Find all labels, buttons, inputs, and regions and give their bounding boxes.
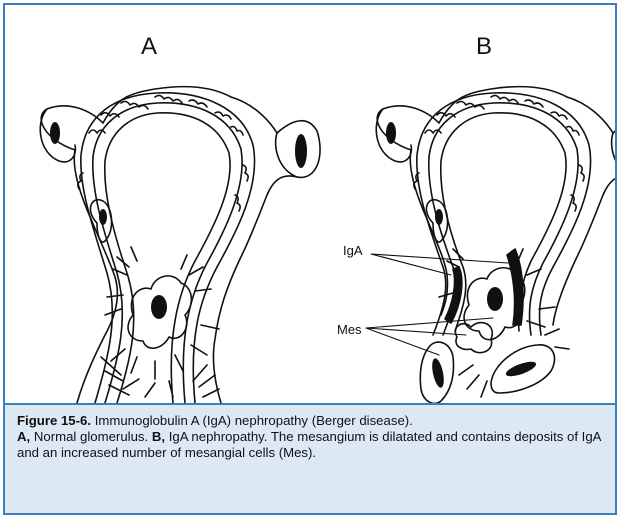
panel-b-label: B — [476, 35, 492, 59]
panel-a-label: A — [141, 35, 157, 59]
caption-a-label: A, — [17, 429, 30, 444]
mes-label: Mes — [337, 323, 362, 336]
panel-a-capillary-inner — [105, 113, 230, 403]
caption-figure-label: Figure 15-6. — [17, 413, 91, 428]
panel-b-drawing — [376, 87, 615, 403]
panel-a-outer-outline — [41, 87, 320, 403]
panel-b-capillary-outer — [417, 93, 591, 335]
figure-frame: A B IgA Mes Figure 15-6. Immunoglobulin … — [3, 3, 617, 515]
iga-label: IgA — [343, 244, 363, 257]
glomerulus-illustration — [5, 5, 615, 403]
panel-b-capillary-mid — [429, 103, 578, 335]
mes-leader-lines — [366, 318, 493, 355]
caption-b-label: B, — [152, 429, 165, 444]
panel-a-drawing — [40, 87, 320, 403]
panel-a-capillary-outer — [81, 93, 255, 403]
figure-caption: Figure 15-6. Immunoglobulin A (IgA) neph… — [5, 403, 615, 513]
caption-title: Immunoglobulin A (IgA) nephropathy (Berg… — [91, 413, 413, 428]
caption-a-text: Normal glomerulus. — [30, 429, 152, 444]
